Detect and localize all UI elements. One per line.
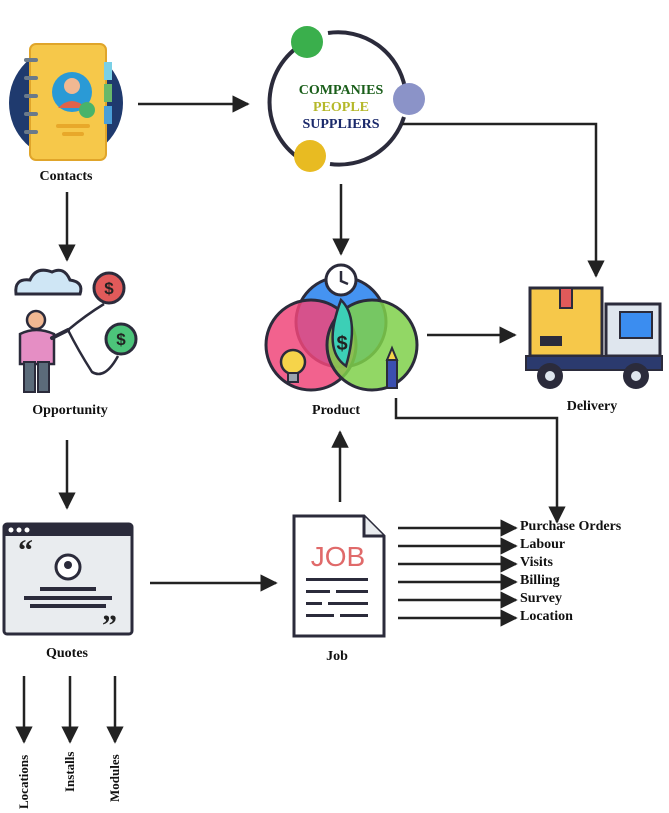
node-contacts-label: Contacts (39, 169, 93, 184)
job-child-survey: Survey (520, 591, 562, 606)
quote-child-locations: Locations (16, 754, 31, 809)
job-child-labour: Labour (520, 537, 566, 552)
node-delivery-label: Delivery (566, 399, 618, 414)
node-opportunity-label: Opportunity (32, 403, 108, 418)
arrow-hub-to-delivery (402, 122, 605, 278)
job-child-purchase-orders: Purchase Orders (520, 519, 622, 534)
hub-labels: COMPANIES PEOPLE SUPPLIERS (299, 82, 384, 133)
svg-text:”: ” (102, 609, 117, 642)
node-job-label: Job (326, 649, 348, 664)
svg-text:$: $ (116, 330, 126, 349)
hub-companies: COMPANIES (298, 83, 384, 98)
svg-text:“: “ (18, 534, 33, 567)
hub-people: PEOPLE (312, 100, 369, 115)
node-product-label: Product (312, 403, 360, 418)
circular-cycle-icon (267, 26, 425, 172)
contact-book-icon (9, 43, 123, 161)
person-with-money-balloons-icon: $ $ (14, 268, 138, 393)
hub-suppliers: SUPPLIERS (302, 117, 380, 132)
svg-text:$: $ (104, 279, 114, 298)
job-child-visits: Visits (520, 555, 553, 570)
node-quotes-label: Quotes (46, 646, 88, 661)
venn-diagram-product-icon: $ (264, 263, 419, 392)
job-document-icon: JOB (292, 514, 386, 638)
job-icon-text: JOB (311, 541, 365, 572)
quote-child-modules: Modules (107, 754, 122, 802)
connector-arrows (15, 95, 605, 744)
delivery-truck-icon (525, 286, 663, 389)
arrow-product-to-purchase-orders (394, 398, 566, 524)
job-child-location: Location (520, 609, 573, 624)
svg-text:$: $ (336, 333, 347, 355)
quote-child-installs: Installs (62, 751, 77, 792)
quote-window-icon: “ ” (2, 522, 134, 642)
job-child-billing: Billing (520, 573, 560, 588)
